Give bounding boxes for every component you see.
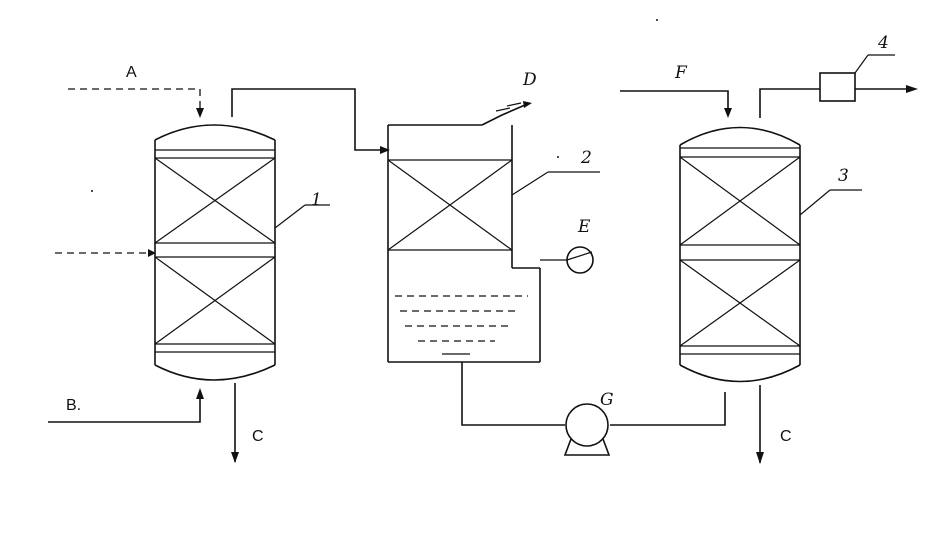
stray-mark — [557, 156, 559, 158]
pump-g — [563, 403, 611, 456]
liquid-transfer-line — [461, 362, 726, 426]
stray-mark — [656, 19, 658, 21]
side-inlet-line — [55, 249, 156, 257]
label-inlet-a: A — [126, 64, 137, 81]
label-reactor-3: 3 — [838, 166, 849, 186]
label-vent-d: D — [522, 70, 537, 90]
outlet-to-unit-4 — [759, 88, 820, 118]
label-gauge-e: E — [577, 217, 591, 237]
label-reactor-1: 1 — [311, 190, 322, 210]
vent-d-line — [481, 101, 532, 126]
label-inlet-f: F — [674, 63, 688, 83]
inlet-b-line — [48, 388, 204, 423]
label-outlet-c-left: C — [252, 428, 264, 445]
inlet-a-line — [68, 88, 204, 118]
label-outlet-c-right: C — [780, 428, 792, 445]
outlet-c-right-line — [756, 385, 764, 464]
reactor-1 — [154, 124, 330, 381]
gauge-e — [540, 246, 594, 274]
gas-transfer-line — [231, 88, 390, 154]
reactor-3 — [679, 126, 862, 383]
label-pump-g: G — [600, 390, 614, 410]
final-outlet-line — [855, 85, 918, 93]
label-unit-4: 4 — [877, 33, 889, 53]
label-inlet-b: B. — [66, 397, 81, 414]
liquid-level — [395, 295, 528, 355]
label-tower-2: 2 — [580, 148, 592, 168]
stray-mark — [91, 190, 93, 192]
unit-4 — [819, 54, 895, 102]
inlet-f-line — [620, 90, 732, 118]
outlet-c-left-line — [231, 383, 239, 463]
tower-2 — [387, 124, 600, 363]
